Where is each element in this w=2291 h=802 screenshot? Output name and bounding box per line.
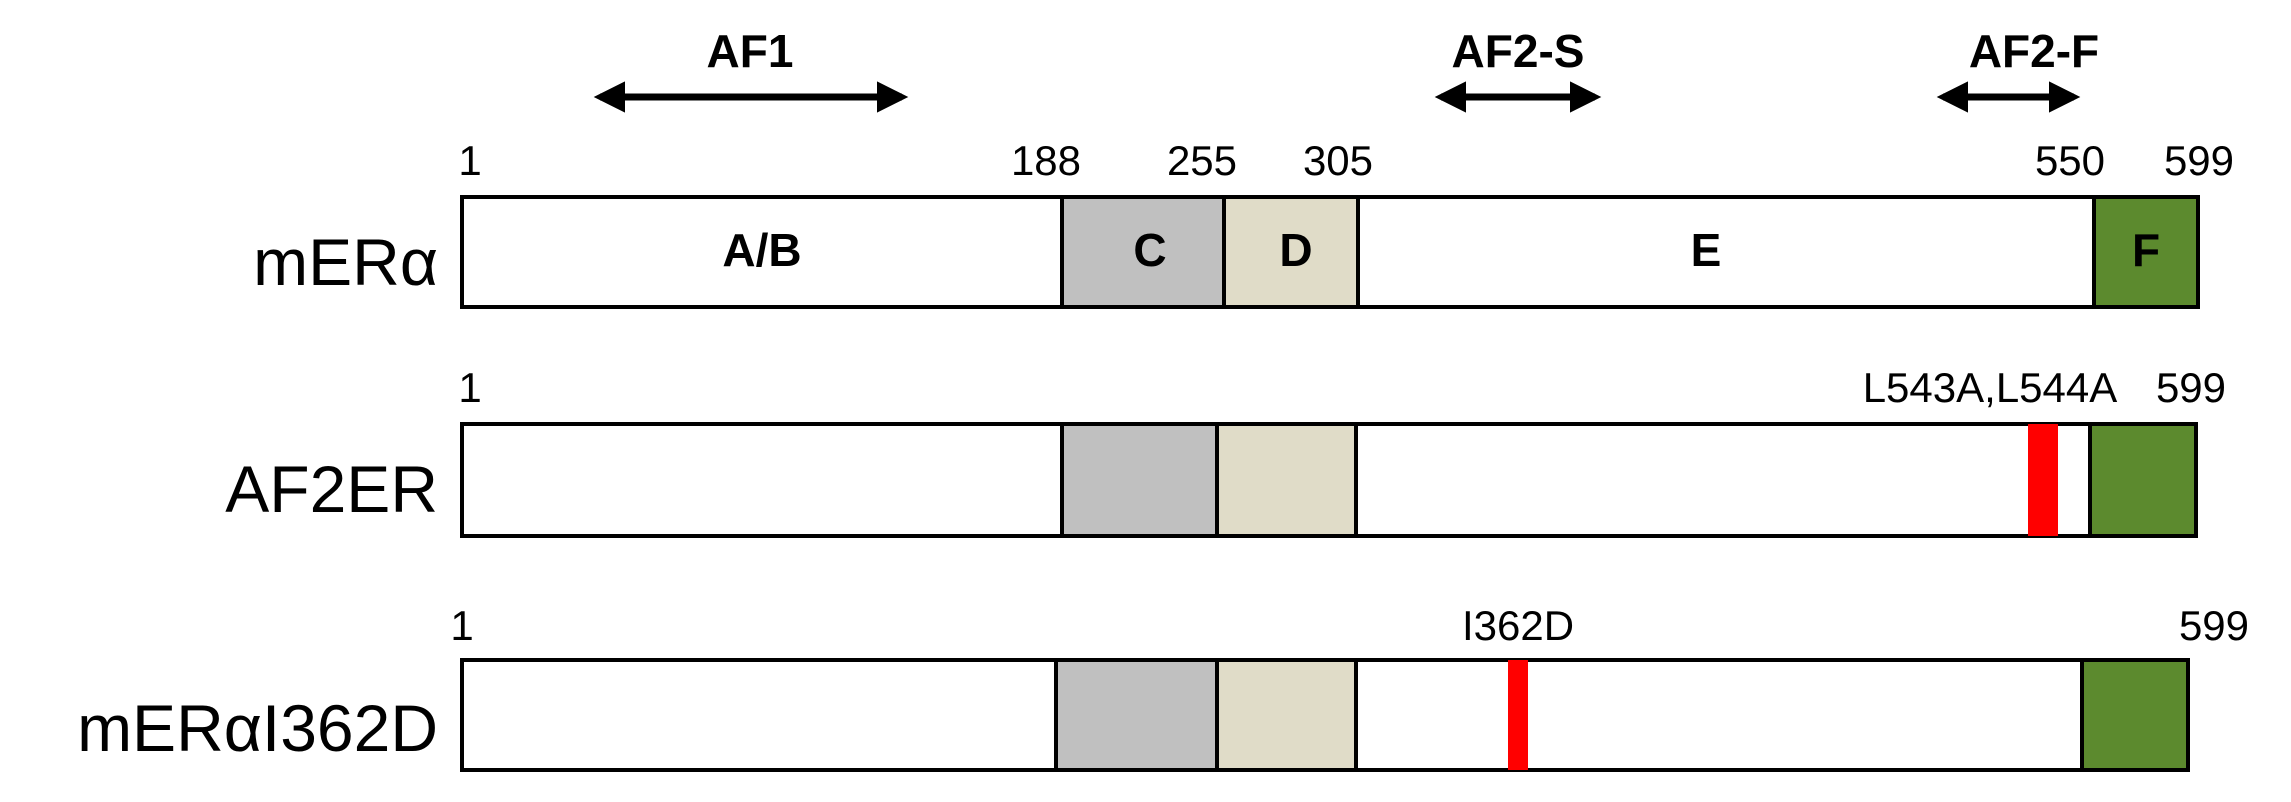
mutation-marker-i362d <box>1508 660 1528 770</box>
domain-d-label: D <box>1279 224 1312 276</box>
af2s-annotation: AF2-S <box>1434 25 1602 113</box>
af2f-label: AF2-F <box>1969 25 2099 77</box>
domain-e <box>1354 658 2084 772</box>
start-residue-label: 1 <box>450 602 473 649</box>
construct-name: mERα <box>253 225 438 299</box>
domain-c <box>1060 195 1226 309</box>
domain-d <box>1215 658 1358 772</box>
domain-e <box>1356 195 2096 309</box>
domain-ab-label: A/B <box>722 224 801 276</box>
construct-row-af2er: AF2ER 1 L543A,L544A 599 <box>225 364 2226 538</box>
af1-label: AF1 <box>707 25 794 77</box>
activation-function-annotations: AF1 AF2-S AF2-F <box>593 25 2099 113</box>
domain-d <box>1215 422 1358 538</box>
boundary-label-188: 188 <box>1011 137 1081 184</box>
construct-name: mERαI362D <box>77 691 438 765</box>
domain-e <box>1354 422 2092 538</box>
domain-f <box>2080 658 2190 772</box>
domain-f-label: F <box>2132 224 2160 276</box>
end-residue-label: 599 <box>2164 137 2234 184</box>
end-residue-label: 599 <box>2179 602 2249 649</box>
af2f-annotation: AF2-F <box>1936 25 2099 113</box>
mutation-marker-l543a-l544a <box>2028 424 2058 536</box>
mutation-label: L543A,L544A <box>1863 364 2118 411</box>
domain-ab <box>460 195 1064 309</box>
boundary-label-255: 255 <box>1167 137 1237 184</box>
domain-ab <box>460 658 1058 772</box>
boundary-label-550: 550 <box>2035 137 2105 184</box>
construct-row-mer-alpha-i362d: mERαI362D 1 I362D 599 <box>77 602 2249 772</box>
construct-name: AF2ER <box>225 452 438 526</box>
boundary-label-305: 305 <box>1303 137 1373 184</box>
domain-c <box>1060 422 1219 538</box>
domain-ab <box>460 422 1064 538</box>
construct-row-mer-alpha: mERα 1 188 255 305 550 599 A/B C D E F <box>253 137 2234 309</box>
end-residue-label: 599 <box>2156 364 2226 411</box>
start-residue-label: 1 <box>458 364 481 411</box>
af1-annotation: AF1 <box>593 25 909 113</box>
domain-d <box>1222 195 1360 309</box>
domain-e-label: E <box>1691 224 1722 276</box>
start-residue-label: 1 <box>458 137 481 184</box>
domain-c-label: C <box>1133 224 1166 276</box>
domain-f <box>2088 422 2198 538</box>
af2s-label: AF2-S <box>1452 25 1585 77</box>
mutation-label: I362D <box>1462 602 1574 649</box>
domain-c <box>1054 658 1219 772</box>
domain-f <box>2092 195 2200 309</box>
